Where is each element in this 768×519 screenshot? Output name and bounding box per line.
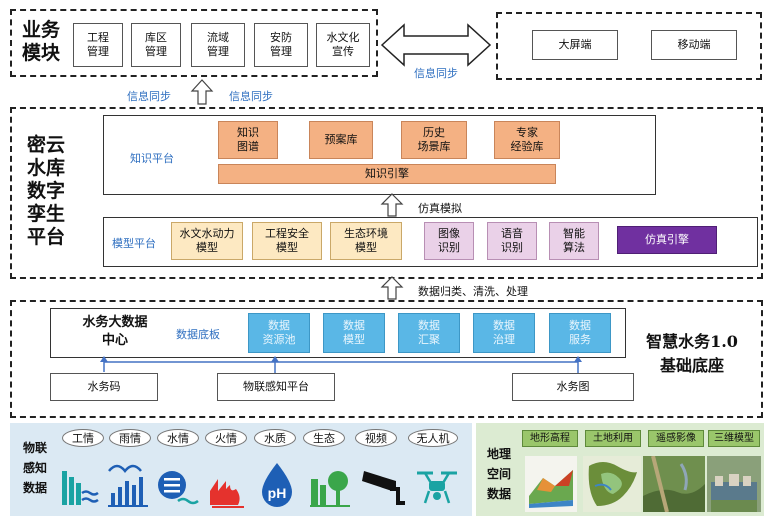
sensor-video[interactable]: 视频	[355, 429, 397, 447]
dam-icon	[62, 471, 99, 505]
simulation-label: 仿真模拟	[418, 202, 462, 215]
client-region	[496, 12, 762, 80]
business-module-region	[10, 9, 378, 77]
module-basin[interactable]: 流域 管理	[191, 23, 245, 67]
sensor-ecology[interactable]: 生态	[303, 429, 345, 447]
3d-model-image	[707, 456, 761, 512]
geo-tag-landuse[interactable]: 土地利用	[585, 430, 641, 447]
ph-drop-icon: pH	[262, 463, 292, 507]
geo-data-title: 地理 空间 数据	[486, 447, 511, 501]
water-level-icon	[158, 471, 199, 505]
ecology-tree-icon	[310, 471, 350, 507]
iot-data-title: 物联 感知 数据	[22, 441, 47, 495]
sync-label-right: 信息同步	[414, 67, 458, 80]
history-scene-library[interactable]: 历史 场景库	[401, 121, 467, 159]
up-arrow-icon	[380, 276, 404, 300]
digital-twin-region	[10, 107, 763, 279]
base-platform-region	[10, 300, 763, 418]
data-model[interactable]: 数据 模型	[323, 313, 385, 353]
land-use-image	[583, 456, 641, 512]
sensor-water-quality[interactable]: 水质	[254, 429, 296, 447]
client-mobile[interactable]: 移动端	[651, 30, 737, 60]
cctv-camera-icon	[362, 471, 405, 505]
up-arrow-icon	[190, 79, 214, 105]
hydro-model[interactable]: 水文水动力 模型	[171, 222, 243, 260]
remote-sensing-image	[643, 456, 705, 512]
knowledge-platform-panel	[103, 115, 656, 195]
image-recognition[interactable]: 图像 识别	[424, 222, 474, 260]
iot-platform[interactable]: 物联感知平台	[217, 373, 335, 401]
drone-icon	[417, 471, 457, 504]
simulation-engine[interactable]: 仿真引擎	[617, 226, 717, 254]
client-large-screen[interactable]: 大屏端	[532, 30, 618, 60]
svg-text:pH: pH	[268, 485, 287, 501]
smart-algorithm[interactable]: 智能 算法	[549, 222, 599, 260]
model-platform-label: 模型平台	[112, 237, 156, 250]
engineering-safety-model[interactable]: 工程安全 模型	[252, 222, 322, 260]
bidirectional-arrow-icon	[380, 23, 492, 67]
sync-label-left: 信息同步	[127, 90, 171, 103]
sync-label-left-2: 信息同步	[229, 90, 273, 103]
sensor-engineering[interactable]: 工情	[62, 429, 104, 447]
geo-tag-remote-sensing[interactable]: 遥感影像	[648, 430, 704, 447]
data-center-panel	[50, 308, 626, 358]
model-platform-panel	[103, 217, 758, 267]
module-reservoir[interactable]: 库区 管理	[131, 23, 181, 67]
knowledge-graph[interactable]: 知识 图谱	[218, 121, 278, 159]
digital-twin-title: 密云 水库 数字 孪生 平台	[26, 134, 65, 248]
plan-library[interactable]: 预案库	[309, 121, 373, 159]
base-platform-title: 智慧水务1.0 基础底座	[646, 332, 738, 375]
data-panel-label: 数据底板	[176, 328, 220, 341]
fire-icon	[210, 479, 244, 508]
terrain-elevation-image	[525, 456, 577, 512]
knowledge-platform-label: 知识平台	[130, 152, 174, 165]
module-culture[interactable]: 水文化 宣传	[316, 23, 370, 67]
data-flow-label: 数据归类、清洗、处理	[418, 285, 528, 298]
ecology-model[interactable]: 生态环境 模型	[330, 222, 402, 260]
module-engineering[interactable]: 工程 管理	[73, 23, 123, 67]
sensor-water[interactable]: 水情	[157, 429, 199, 447]
sensor-rain[interactable]: 雨情	[109, 429, 151, 447]
sensor-drone[interactable]: 无人机	[408, 429, 458, 447]
sensor-fire[interactable]: 火情	[205, 429, 247, 447]
water-code[interactable]: 水务码	[50, 373, 158, 401]
rain-chart-icon	[108, 464, 148, 507]
data-governance[interactable]: 数据 治理	[473, 313, 535, 353]
geo-tag-3d-model[interactable]: 三维模型	[708, 430, 760, 447]
geo-tag-terrain[interactable]: 地形高程	[522, 430, 578, 447]
data-center-title: 水务大数据 中心	[82, 315, 148, 348]
module-security[interactable]: 安防 管理	[254, 23, 308, 67]
up-arrow-icon	[380, 193, 404, 217]
speech-recognition[interactable]: 语音 识别	[487, 222, 537, 260]
data-aggregation[interactable]: 数据 汇聚	[398, 313, 460, 353]
expert-library[interactable]: 专家 经验库	[494, 121, 560, 159]
data-service[interactable]: 数据 服务	[549, 313, 611, 353]
business-module-title: 业务 模块	[21, 19, 60, 64]
knowledge-engine[interactable]: 知识引擎	[218, 164, 556, 184]
data-resource-pool[interactable]: 数据 资源池	[248, 313, 310, 353]
water-map[interactable]: 水务图	[512, 373, 634, 401]
